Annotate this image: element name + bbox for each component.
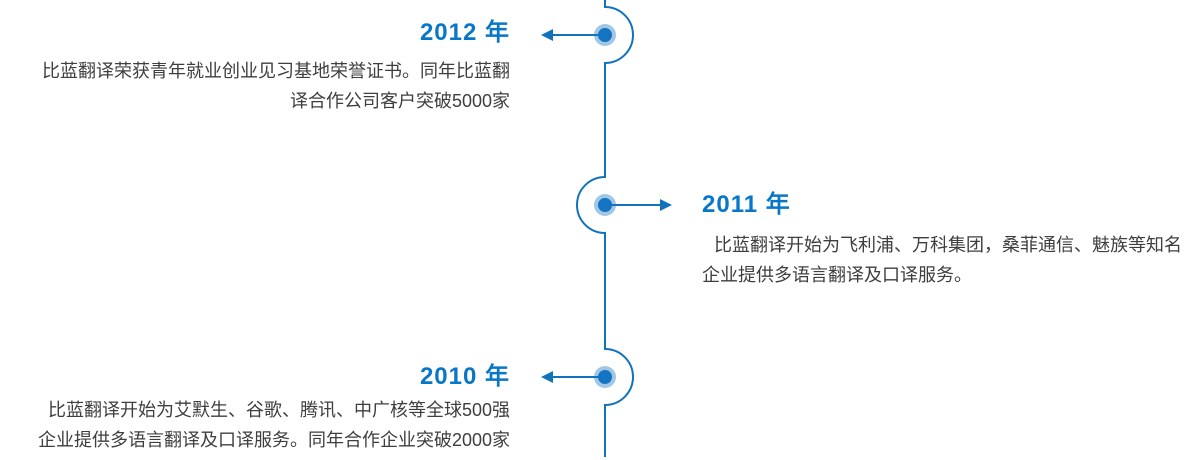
milestone-text-line: 比蓝翻译开始为飞利浦、万科集团，桑菲通信、魅族等知名 bbox=[714, 235, 1182, 255]
milestone-text-line: 企业提供多语言翻译及口译服务。同年合作企业突破2000家 bbox=[37, 430, 510, 450]
right-arrow-icon-2011 bbox=[660, 199, 672, 211]
milestone-marker-2011 bbox=[594, 194, 672, 216]
milestone-text-line: 比蓝翻译荣获青年就业创业见习基地荣誉证书。同年比蓝翻 bbox=[42, 61, 510, 81]
milestone-text-line: 译合作公司客户突破5000家 bbox=[289, 91, 510, 111]
milestone-dot-2010 bbox=[598, 370, 612, 384]
milestone-description-2012: 比蓝翻译荣获青年就业创业见习基地荣誉证书。同年比蓝翻 译合作公司客户突破5000… bbox=[42, 56, 510, 116]
milestone-description-2010: 比蓝翻译开始为艾默生、谷歌、腾讯、中广核等全球500强 企业提供多语言翻译及口译… bbox=[38, 395, 510, 455]
left-arrow-icon-2010 bbox=[541, 371, 553, 383]
year-label-2011: 2011 年 bbox=[702, 191, 791, 218]
year-label-2010: 2010 年 bbox=[419, 363, 510, 390]
milestone-text-line: 比蓝翻译开始为艾默生、谷歌、腾讯、中广核等全球500强 bbox=[47, 400, 510, 420]
milestone-2012: 2012 年 比蓝翻译荣获青年就业创业见习基地荣誉证书。同年比蓝翻 译合作公司客… bbox=[42, 18, 510, 116]
timeline-spine-line bbox=[576, 0, 634, 457]
milestone-description-2011: 比蓝翻译开始为飞利浦、万科集团，桑菲通信、魅族等知名 企业提供多语言翻译及口译服… bbox=[702, 230, 1182, 290]
milestone-2010: 2010 年 比蓝翻译开始为艾默生、谷歌、腾讯、中广核等全球500强 企业提供多… bbox=[38, 362, 510, 455]
milestone-text-line: 企业提供多语言翻译及口译服务。 bbox=[702, 265, 972, 285]
milestone-marker-2012 bbox=[541, 24, 616, 46]
year-label-2012: 2012 年 bbox=[419, 19, 510, 46]
milestone-2011: 2011 年 比蓝翻译开始为飞利浦、万科集团，桑菲通信、魅族等知名 企业提供多语… bbox=[702, 190, 1182, 290]
milestone-marker-2010 bbox=[541, 366, 616, 388]
left-arrow-icon-2012 bbox=[541, 29, 553, 41]
milestone-dot-2012 bbox=[598, 28, 612, 42]
milestone-dot-2011 bbox=[598, 198, 612, 212]
